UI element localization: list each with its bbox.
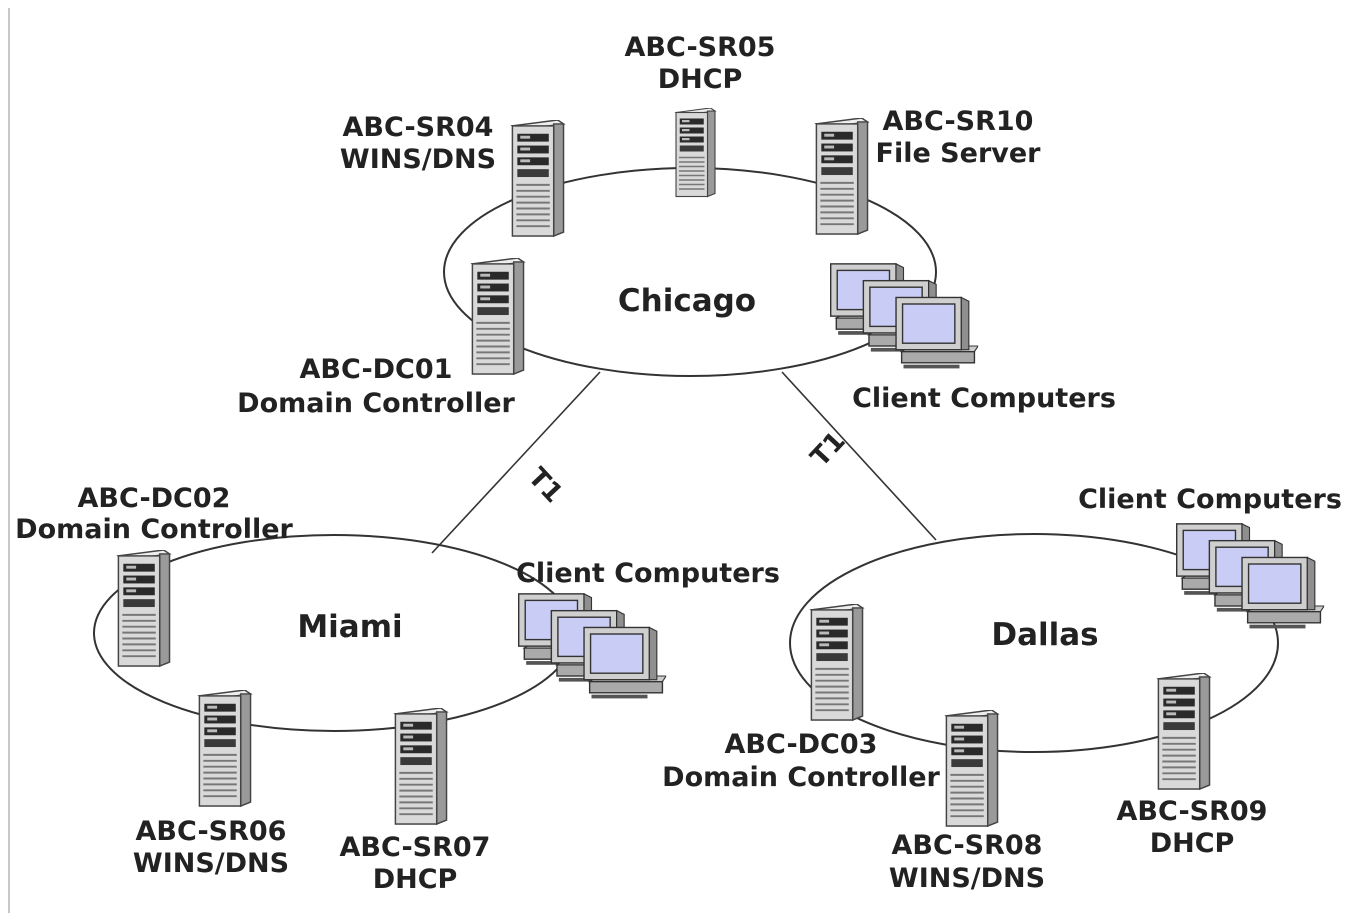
chicago-client-computers-icon xyxy=(831,264,978,369)
abc-dc03-name: ABC-DC03 xyxy=(725,729,878,760)
abc-sr08-server-icon xyxy=(945,710,999,828)
dallas-client-computers-icon xyxy=(1177,524,1324,629)
abc-sr05-role: DHCP xyxy=(658,64,743,95)
abc-sr08-name: ABC-SR08 xyxy=(892,830,1043,861)
miami-site-label: Miami xyxy=(297,609,402,645)
abc-sr08-role: WINS/DNS xyxy=(889,863,1045,894)
abc-sr04-server-icon xyxy=(511,120,565,238)
abc-sr10-server-icon xyxy=(815,118,869,236)
dallas-clients-label: Client Computers xyxy=(1078,484,1342,515)
abc-sr05-server-icon xyxy=(675,108,716,198)
chicago-clients-label: Client Computers xyxy=(852,383,1116,414)
abc-dc02-name: ABC-DC02 xyxy=(78,483,231,514)
abc-sr04-name: ABC-SR04 xyxy=(343,112,494,143)
abc-sr07-server-icon xyxy=(394,708,448,826)
t1-link-chicago-dallas xyxy=(781,371,937,541)
t1-link-chicago-miami xyxy=(431,371,601,554)
abc-sr06-name: ABC-SR06 xyxy=(136,816,287,847)
abc-sr07-name: ABC-SR07 xyxy=(340,832,491,863)
abc-sr06-role: WINS/DNS xyxy=(133,848,289,879)
site-miami: Miami ABC-DC02 Domain Controller ABC-SR0… xyxy=(15,483,780,895)
abc-sr05-name: ABC-SR05 xyxy=(625,32,776,63)
site-dallas: Dallas ABC-DC03 Domain Controller ABC-SR… xyxy=(662,484,1342,894)
dallas-network-ring xyxy=(789,533,1279,753)
abc-dc01-server-icon xyxy=(471,258,525,376)
abc-dc03-role: Domain Controller xyxy=(662,762,940,793)
abc-dc03-server-icon xyxy=(810,604,864,722)
abc-dc01-role: Domain Controller xyxy=(237,388,515,419)
abc-sr10-role: File Server xyxy=(876,138,1042,169)
abc-sr09-server-icon xyxy=(1157,673,1211,791)
abc-sr04-role: WINS/DNS xyxy=(340,144,496,175)
abc-sr06-server-icon xyxy=(198,690,252,808)
abc-dc02-role: Domain Controller xyxy=(15,514,293,545)
abc-sr10-name: ABC-SR10 xyxy=(883,106,1034,137)
chicago-site-label: Chicago xyxy=(618,283,756,319)
dallas-site-label: Dallas xyxy=(991,617,1098,653)
t1-label-dallas: T1 xyxy=(805,426,851,473)
miami-clients-label: Client Computers xyxy=(516,558,780,589)
abc-dc02-server-icon xyxy=(117,550,171,668)
left-edge-line xyxy=(8,8,10,913)
abc-sr09-name: ABC-SR09 xyxy=(1117,796,1268,827)
t1-label-miami: T1 xyxy=(522,462,568,509)
abc-dc01-name: ABC-DC01 xyxy=(300,354,453,385)
site-chicago: Chicago ABC-SR05 DHCP ABC-SR04 WINS/DNS … xyxy=(237,32,1116,419)
abc-sr09-role: DHCP xyxy=(1150,828,1235,859)
abc-sr07-role: DHCP xyxy=(373,864,458,895)
